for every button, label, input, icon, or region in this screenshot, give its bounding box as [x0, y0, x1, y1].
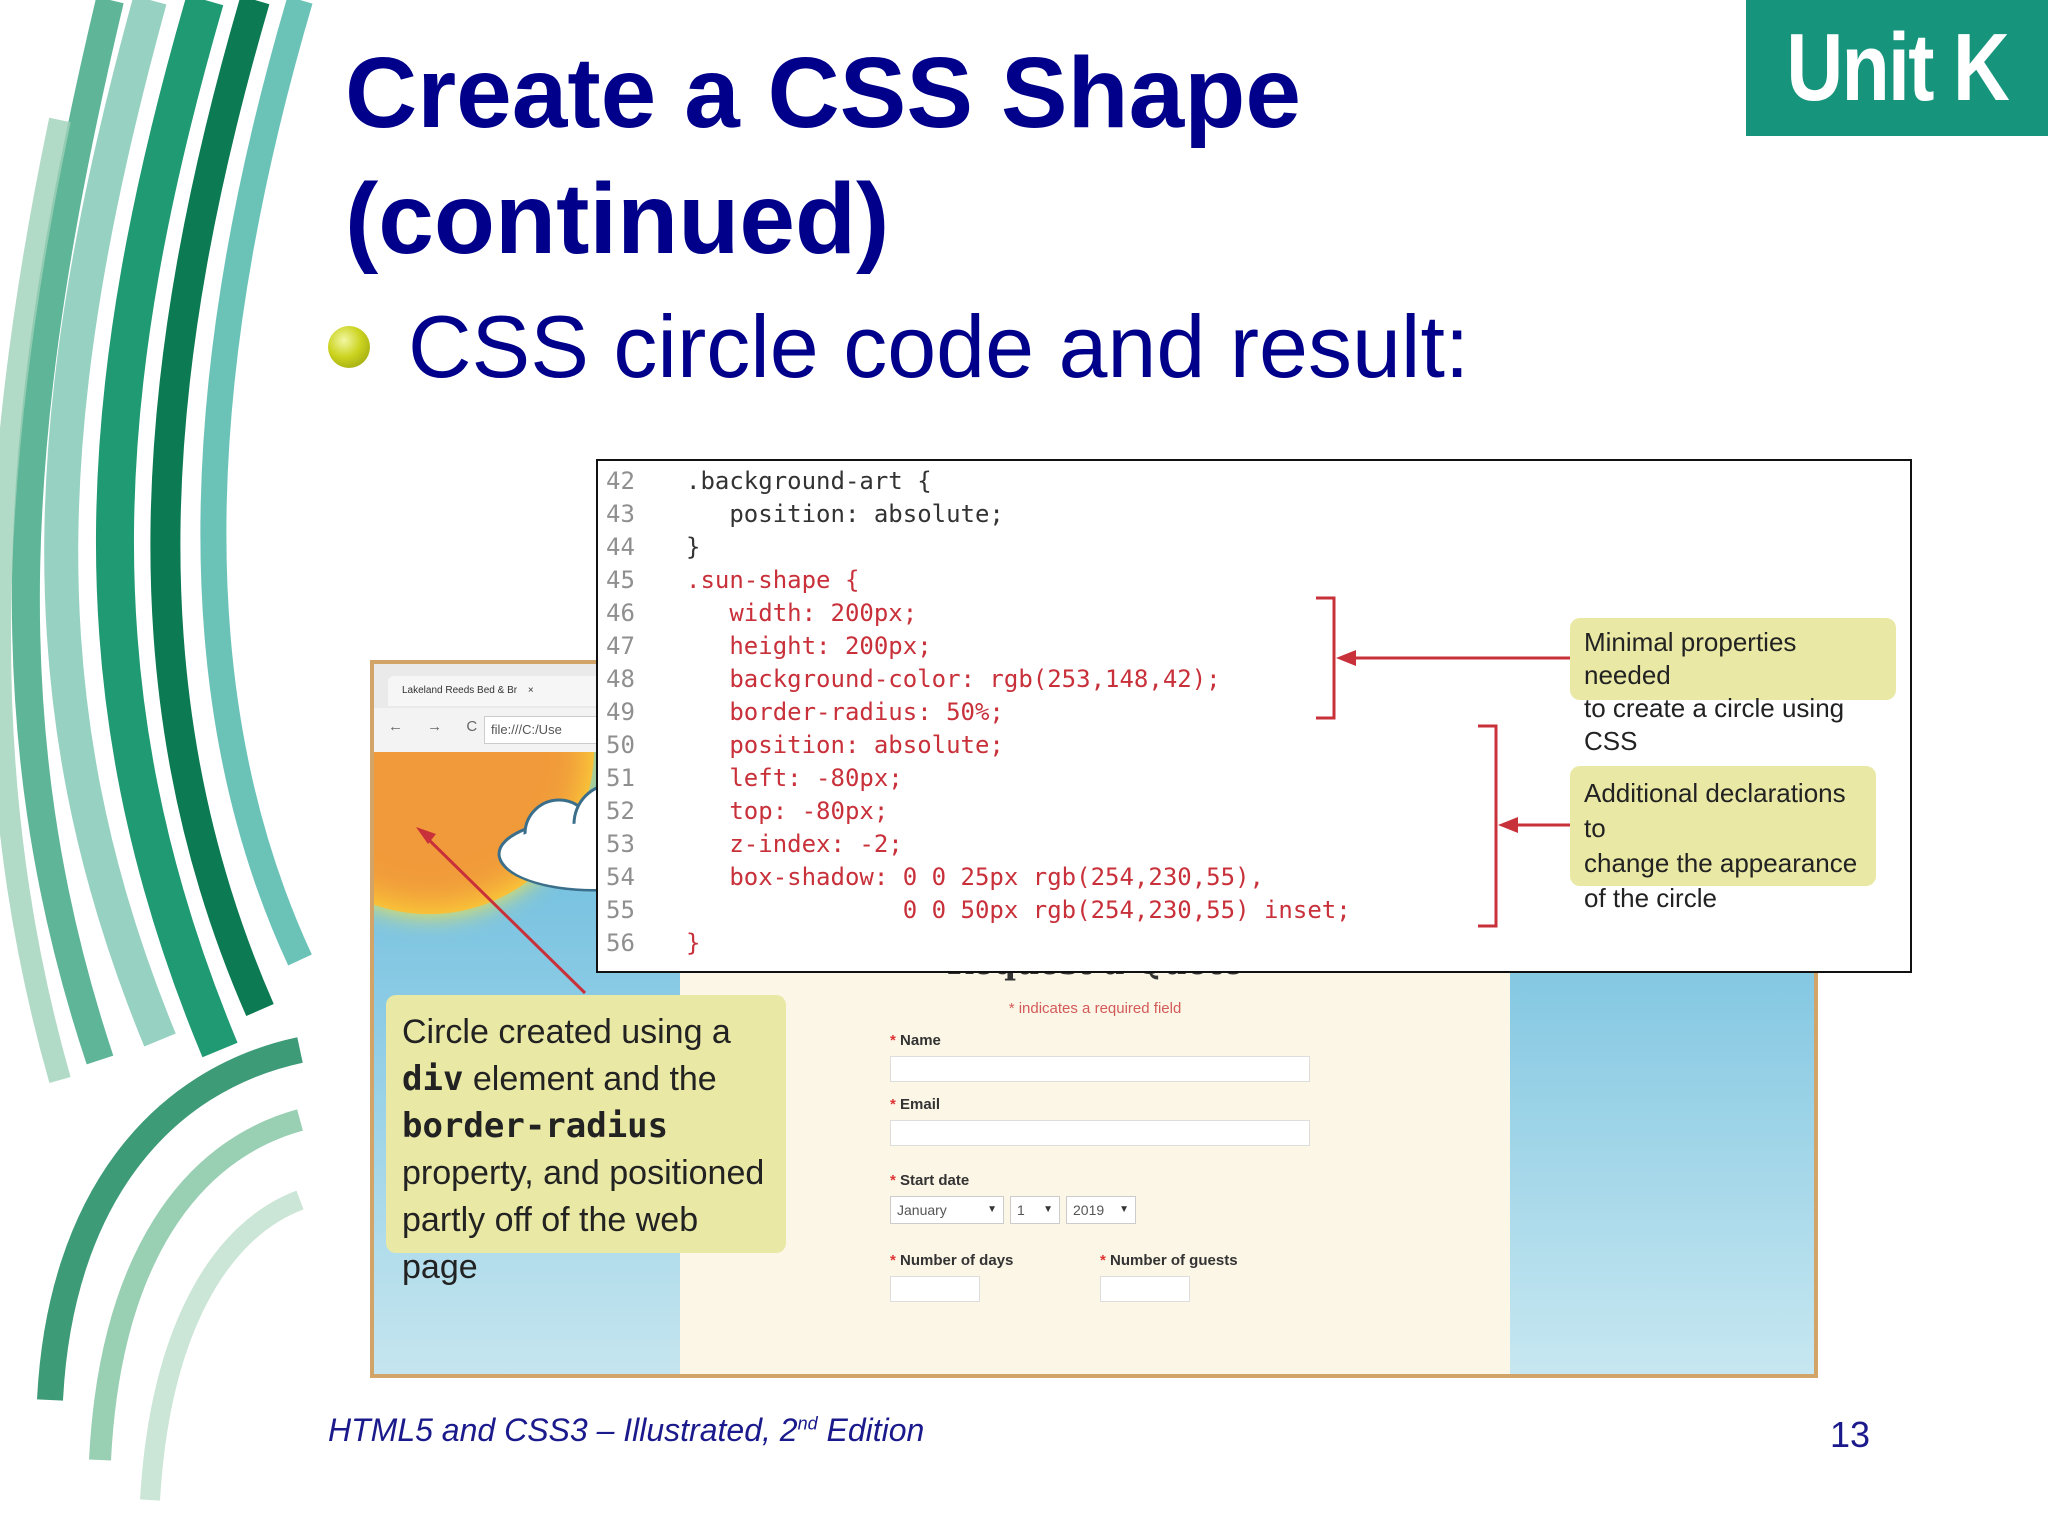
line-number: 54: [606, 863, 635, 891]
line-number: 42: [606, 467, 635, 495]
days-input[interactable]: [890, 1276, 980, 1302]
line-number: 53: [606, 830, 635, 858]
callout-circle-line2: div element and the: [402, 1056, 770, 1103]
browser-address-bar: ← → C file:///C:/Use: [374, 708, 622, 752]
day-value: 1: [1017, 1202, 1025, 1218]
browser-tab-bar: Lakeland Reeds Bed & Br ×: [374, 664, 614, 708]
line-number: 48: [606, 665, 635, 693]
line-number: 51: [606, 764, 635, 792]
days-label: * Number of days: [890, 1252, 1013, 1269]
footer-book-sup: nd: [797, 1413, 818, 1434]
email-input[interactable]: [890, 1120, 1310, 1146]
dropdown-arrow-icon: ▼: [1043, 1204, 1053, 1215]
bullet-item: CSS circle code and result:: [328, 292, 1469, 402]
name-input[interactable]: [890, 1056, 1310, 1082]
year-select[interactable]: 2019 ▼: [1066, 1196, 1136, 1224]
code-text: border-radius: 50%;: [686, 698, 1004, 726]
callout-additional-line2: change the appearance: [1584, 848, 1858, 878]
code-div: div: [402, 1059, 464, 1099]
code-text: background-color: rgb(253,148,42);: [686, 665, 1221, 693]
callout-minimal-line1: Minimal properties needed: [1584, 627, 1797, 690]
required-star: *: [890, 1252, 896, 1269]
email-label-text: Email: [900, 1096, 941, 1113]
callout-circle-line2-text: element and the: [463, 1060, 717, 1098]
callout-additional-line1: Additional declarations to: [1584, 778, 1846, 843]
sky-background-right: [1510, 914, 1814, 1374]
callout-additional-declarations: Additional declarations to change the ap…: [1570, 766, 1876, 913]
footer-book-title: HTML5 and CSS3 – Illustrated, 2nd Editio…: [328, 1412, 924, 1449]
code-text: width: 200px;: [686, 599, 918, 627]
code-text: position: absolute;: [686, 731, 1004, 759]
code-border-radius: border-radius: [402, 1106, 669, 1146]
month-select[interactable]: January ▼: [890, 1196, 1004, 1224]
day-select[interactable]: 1▼: [1010, 1196, 1060, 1224]
required-star: *: [890, 1172, 896, 1189]
unit-badge-label: Unit K: [1786, 14, 2010, 121]
line-number: 43: [606, 500, 635, 528]
code-text: box-shadow: 0 0 25px rgb(254,230,55),: [686, 863, 1264, 891]
callout-additional-line3: of the circle: [1584, 883, 1717, 913]
unit-badge: Unit K: [1746, 0, 2048, 136]
guests-input[interactable]: [1100, 1276, 1190, 1302]
required-star: *: [1100, 1252, 1106, 1269]
code-text: }: [686, 533, 701, 561]
bullet-text: CSS circle code and result:: [408, 297, 1470, 396]
footer-book-part1: HTML5 and CSS3 – Illustrated, 2: [328, 1412, 798, 1448]
line-number: 50: [606, 731, 635, 759]
email-label: * Email: [890, 1096, 940, 1113]
code-text: height: 200px;: [686, 632, 932, 660]
name-label: * Name: [890, 1032, 941, 1049]
line-number: 46: [606, 599, 635, 627]
name-label-text: Name: [900, 1032, 941, 1049]
footer-book-part2: Edition: [817, 1412, 925, 1448]
callout-circle-line4: property, and positioned: [402, 1154, 765, 1192]
line-number: 47: [606, 632, 635, 660]
bullet-dot-icon: [328, 326, 370, 368]
required-star: *: [890, 1032, 896, 1049]
callout-minimal-properties: Minimal properties needed to create a ci…: [1570, 618, 1896, 756]
start-date-label: * Start date: [890, 1172, 969, 1189]
line-number: 49: [606, 698, 635, 726]
code-text: left: -80px;: [686, 764, 903, 792]
guests-label-text: Number of guests: [1110, 1252, 1238, 1269]
start-date-label-text: Start date: [900, 1172, 970, 1189]
line-number: 44: [606, 533, 635, 561]
callout-circle-line5: partly off of the web page: [402, 1201, 699, 1286]
decorative-stripes: [0, 0, 313, 1501]
code-text: }: [686, 929, 701, 957]
year-value: 2019: [1073, 1202, 1105, 1218]
code-text: .background-art {: [686, 467, 932, 495]
browser-tab[interactable]: Lakeland Reeds Bed & Br ×: [388, 676, 612, 706]
line-number: 56: [606, 929, 635, 957]
code-text: position: absolute;: [686, 500, 1004, 528]
callout-circle-line1: Circle created using a: [402, 1013, 731, 1051]
line-number: 52: [606, 797, 635, 825]
code-text: top: -80px;: [686, 797, 889, 825]
code-text: .sun-shape {: [686, 566, 860, 594]
required-note: * indicates a required field: [1008, 1000, 1182, 1017]
nav-buttons-icon[interactable]: ← → C: [388, 718, 488, 735]
guests-label: * Number of guests: [1100, 1252, 1238, 1269]
callout-minimal-line2: to create a circle using CSS: [1584, 693, 1845, 756]
days-label-text: Number of days: [900, 1252, 1014, 1269]
line-number: 55: [606, 896, 635, 924]
required-star: *: [890, 1096, 896, 1113]
page-number: 13: [1830, 1414, 1871, 1455]
line-number: 45: [606, 566, 635, 594]
tab-title: Lakeland Reeds Bed & Br: [402, 685, 518, 696]
code-text: z-index: -2;: [686, 830, 903, 858]
close-icon[interactable]: ×: [527, 685, 534, 696]
month-value: January: [897, 1202, 947, 1218]
callout-circle-created: Circle created using a div element and t…: [386, 995, 786, 1286]
slide-title: Create a CSS Shape (continued): [345, 37, 1301, 275]
dropdown-arrow-icon: ▼: [987, 1204, 997, 1215]
dropdown-arrow-icon: ▼: [1119, 1204, 1129, 1215]
code-listing: 42 .background-art { 43 position: absolute…: [596, 459, 1912, 973]
code-text: 0 0 50px rgb(254,230,55) inset;: [686, 896, 1351, 924]
quote-form-panel: Request a Quote * indicates a required f…: [680, 914, 1510, 1374]
